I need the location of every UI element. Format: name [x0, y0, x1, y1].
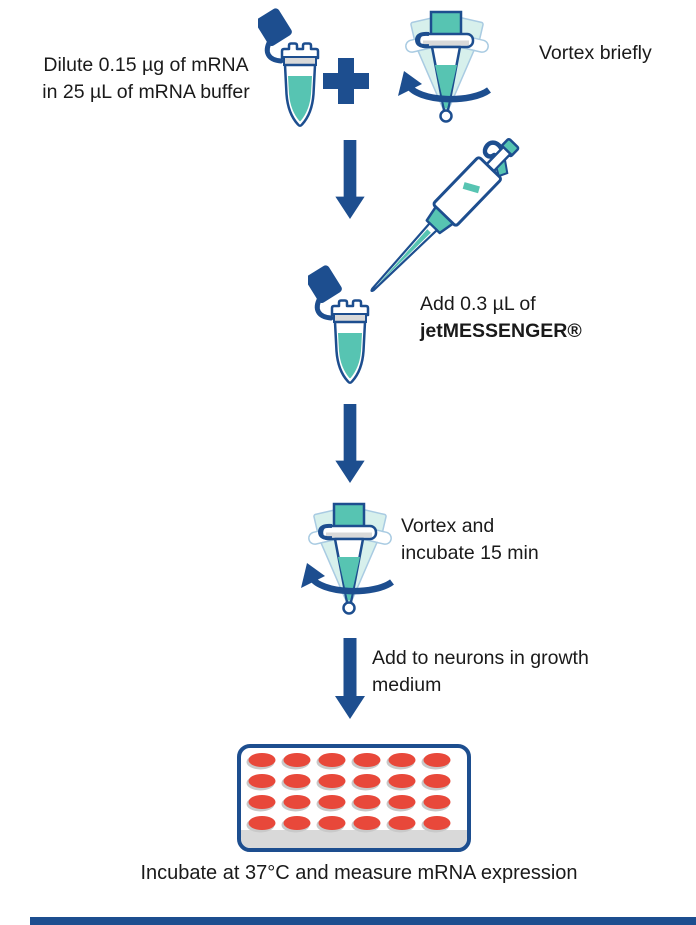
plate-well — [388, 795, 416, 809]
plate-well — [353, 816, 381, 830]
plate-well — [353, 753, 381, 767]
step3-line2: incubate 15 min — [401, 542, 539, 564]
step5-label: Incubate at 37°C and measure mRNA expres… — [140, 862, 578, 884]
vortex-briefly-label: Vortex briefly — [539, 42, 652, 64]
vortex-tube-icon — [296, 502, 406, 626]
down-arrow-icon — [334, 637, 366, 721]
plate-well — [353, 774, 381, 788]
step2-line1: Add 0.3 µL of — [420, 293, 536, 315]
pipette-tip-liquid — [376, 229, 431, 286]
plate-well — [423, 774, 451, 788]
plus-icon — [323, 58, 369, 104]
plate-outline — [237, 744, 471, 852]
plate-well — [248, 753, 276, 767]
step1-line2: in 25 µL of mRNA buffer — [42, 81, 250, 103]
plate-well — [388, 753, 416, 767]
step4-line2: medium — [372, 674, 442, 696]
pipette-label-stripe — [462, 182, 480, 194]
footer-bar — [30, 917, 696, 925]
well-plate-icon — [237, 744, 471, 852]
plate-well — [283, 774, 311, 788]
step2-line2: jetMESSENGER® — [420, 320, 582, 342]
plate-well — [388, 816, 416, 830]
down-arrow-icon — [334, 404, 366, 484]
plate-well — [248, 774, 276, 788]
plate-well — [423, 816, 451, 830]
plate-wells — [246, 753, 451, 833]
step3-line1: Vortex and — [401, 515, 495, 537]
step1-label: Dilute 0.15 µg of mRNA in 25 µL of mRNA … — [24, 52, 268, 106]
plate-well — [248, 816, 276, 830]
plate-well — [283, 795, 311, 809]
plate-well — [318, 795, 346, 809]
step4-line1: Add to neurons in growth — [372, 647, 589, 669]
step1-line1: Dilute 0.15 µg of mRNA — [43, 54, 249, 76]
step2-label: Add 0.3 µL of jetMESSENGER® — [420, 291, 582, 345]
plate-well — [353, 795, 381, 809]
pipette-finger-hook — [482, 140, 506, 159]
plate-well — [318, 816, 346, 830]
vortex-tube-icon — [393, 10, 503, 134]
open-tube-icon — [258, 6, 326, 132]
plate-well — [283, 816, 311, 830]
plate-well — [318, 774, 346, 788]
plate-well — [423, 753, 451, 767]
plate-well — [388, 774, 416, 788]
plate-base — [241, 830, 467, 848]
plate-well — [423, 795, 451, 809]
step3-label: Vortex and incubate 15 min — [401, 513, 539, 567]
plate-well — [283, 753, 311, 767]
step4-label: Add to neurons in growth medium — [372, 645, 589, 699]
open-tube-icon — [308, 263, 376, 389]
plate-well — [318, 753, 346, 767]
plate-well — [248, 795, 276, 809]
pipette-icon — [370, 137, 520, 293]
